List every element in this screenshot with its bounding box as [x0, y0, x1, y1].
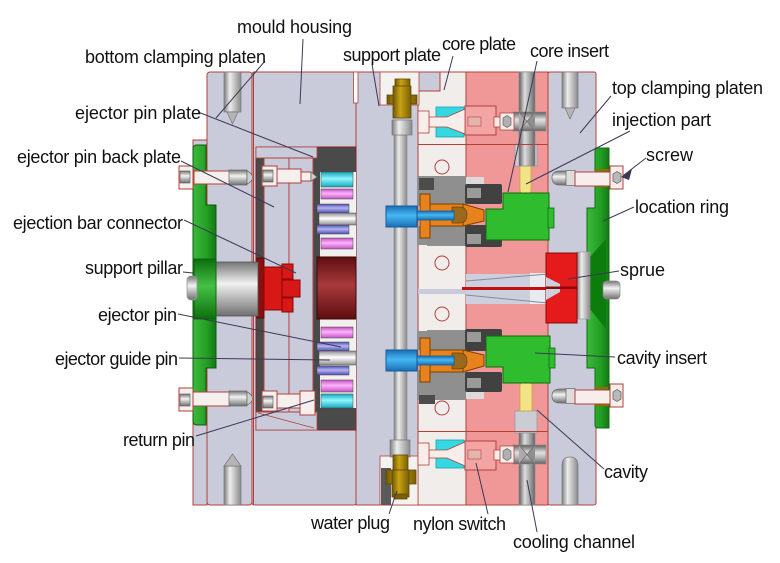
svg-text:injection part: injection part [612, 110, 711, 130]
svg-text:core plate: core plate [442, 34, 516, 54]
svg-text:ejector pin back plate: ejector pin back plate [17, 147, 181, 167]
svg-text:support pillar: support pillar [85, 258, 183, 278]
svg-text:return pin: return pin [123, 430, 195, 450]
svg-text:location ring: location ring [635, 197, 729, 217]
svg-text:cavity insert: cavity insert [617, 348, 707, 368]
svg-text:sprue: sprue [620, 260, 665, 280]
svg-text:cavity: cavity [604, 462, 648, 482]
svg-text:ejection bar connector: ejection bar connector [13, 213, 183, 233]
svg-text:mould housing: mould housing [237, 17, 352, 37]
svg-text:screw: screw [646, 145, 694, 165]
svg-text:support plate: support plate [343, 45, 441, 65]
svg-text:top clamping platen: top clamping platen [612, 78, 763, 98]
svg-text:nylon switch: nylon switch [413, 514, 506, 534]
svg-text:ejector pin plate: ejector pin plate [75, 103, 201, 123]
svg-text:cooling channel: cooling channel [513, 532, 635, 552]
svg-text:bottom clamping platen: bottom clamping platen [85, 47, 266, 67]
svg-text:ejector pin: ejector pin [98, 305, 177, 325]
svg-text:core insert: core insert [530, 41, 609, 61]
svg-text:ejector guide pin: ejector guide pin [55, 349, 178, 369]
svg-text:water plug: water plug [310, 513, 390, 533]
